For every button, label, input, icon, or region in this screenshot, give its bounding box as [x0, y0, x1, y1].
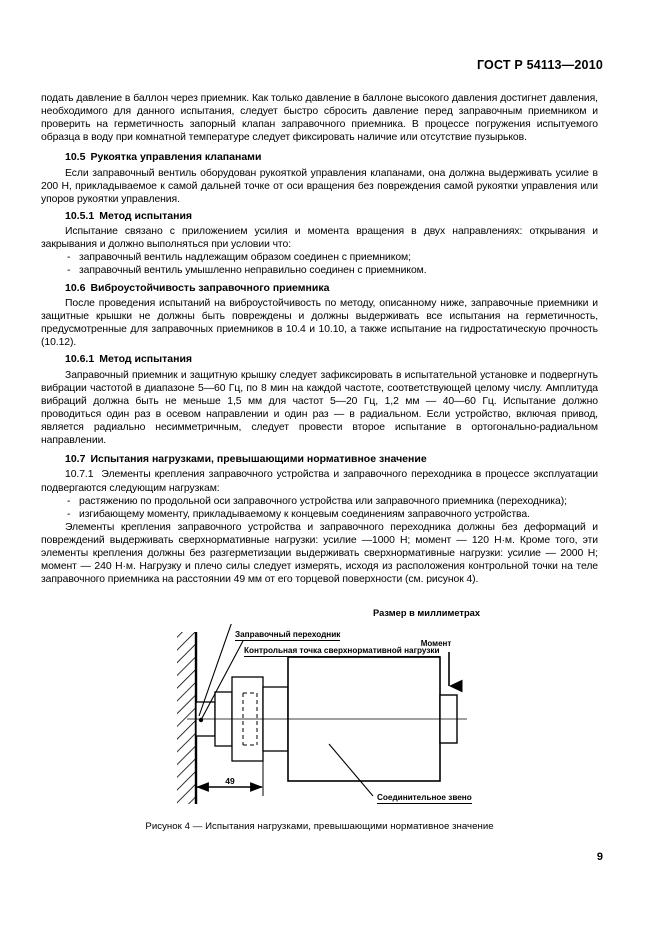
- list-item-text: заправочный вентиль надлежащим образом с…: [79, 252, 411, 264]
- control-point-label: Контрольная точка сверхнормативной нагру…: [244, 646, 440, 657]
- section-heading-10-7: 10.7 Испытания нагрузками, превышающими н…: [41, 453, 598, 467]
- wall-hatched-support: [177, 632, 198, 804]
- dash-marker: -: [67, 265, 71, 277]
- page-number: 9: [596, 851, 603, 863]
- list-item: -заправочный вентиль умышленно неправиль…: [41, 264, 598, 277]
- control-point-leader-line: [198, 640, 244, 723]
- section-10-5-1-paragraph: Испытание связано с приложением усилия и…: [41, 226, 598, 251]
- section-10-5-1-bullet-list: -заправочный вентиль надлежащим образом …: [41, 251, 598, 277]
- section-10-5-paragraph: Если заправочный вентиль оборудован руко…: [41, 167, 598, 205]
- section-number: 10.6: [65, 281, 86, 294]
- intro-paragraph: подать давление в баллон через приемник.…: [41, 93, 598, 144]
- section-heading-10-5-1: 10.5.1 Метод испытания: [41, 210, 598, 224]
- dash-marker: -: [67, 508, 71, 520]
- section-number: 10.5.1: [65, 209, 95, 222]
- adapter-leader-line: [198, 624, 232, 717]
- section-heading-10-6-1: 10.6.1 Метод испытания: [41, 353, 598, 367]
- dimension-49-value: 49: [225, 776, 235, 786]
- figure-4: Размер в миллиметрах: [41, 608, 598, 858]
- section-10-6-paragraph: После проведения испытаний на виброустой…: [41, 298, 598, 349]
- figure-units-note: Размер в миллиметрах: [373, 608, 480, 618]
- dimension-49: 49: [195, 746, 264, 796]
- section-title: Испытания нагрузками, превышающими норма…: [90, 452, 427, 465]
- list-item: -изгибающему моменту, прикладываемому к …: [41, 508, 598, 521]
- connecting-link-leader-line: [328, 743, 374, 797]
- section-10-7-1-bullet-list: -растяжению по продольной оси заправочно…: [41, 495, 598, 521]
- list-item-text: заправочный вентиль умышленно неправильн…: [79, 265, 427, 277]
- connecting-link-label: Соединительное звено: [377, 793, 472, 804]
- moment-label: Момент: [421, 639, 452, 648]
- adapter-label: Заправочный переходник: [235, 630, 341, 641]
- list-item: -заправочный вентиль надлежащим образом …: [41, 251, 598, 264]
- section-number: 10.6.1: [65, 353, 95, 366]
- dash-marker: -: [67, 252, 71, 264]
- dash-marker: -: [67, 495, 71, 507]
- figure-caption: Рисунок 4 — Испытания нагрузками, превыш…: [145, 821, 494, 832]
- section-heading-10-5: 10.5 Рукоятка управления клапанами: [41, 151, 598, 165]
- subclause-number: 10.7.1: [65, 469, 94, 481]
- figure-4-drawing: Момент 49: [177, 624, 467, 804]
- section-10-7-closing-paragraph: Элементы крепления заправочного устройст…: [41, 521, 598, 585]
- section-title: Виброустойчивость заправочного приемника: [90, 281, 330, 294]
- document-body: подать давление в баллон через приемник.…: [41, 92, 598, 586]
- section-10-6-1-paragraph: Заправочный приемник и защитную крышку с…: [41, 369, 598, 446]
- section-title: Метод испытания: [99, 209, 193, 222]
- list-item-text: изгибающему моменту, прикладываемому к к…: [79, 508, 530, 520]
- section-number: 10.7: [65, 452, 86, 465]
- list-item-text: растяжению по продольной оси заправочног…: [79, 495, 567, 507]
- section-10-7-1-paragraph: 10.7.1 Элементы крепления заправочного у…: [41, 468, 598, 494]
- section-number: 10.5: [65, 151, 86, 164]
- section-title: Рукоятка управления клапанами: [90, 151, 262, 164]
- section-title: Метод испытания: [99, 353, 193, 366]
- list-item: -растяжению по продольной оси заправочно…: [41, 495, 598, 508]
- page-header-standard-code: ГОСТ Р 54113—2010: [476, 58, 603, 72]
- section-heading-10-6: 10.6 Виброустойчивость заправочного прием…: [41, 282, 598, 296]
- subclause-text: Элементы крепления заправочного устройст…: [41, 469, 598, 494]
